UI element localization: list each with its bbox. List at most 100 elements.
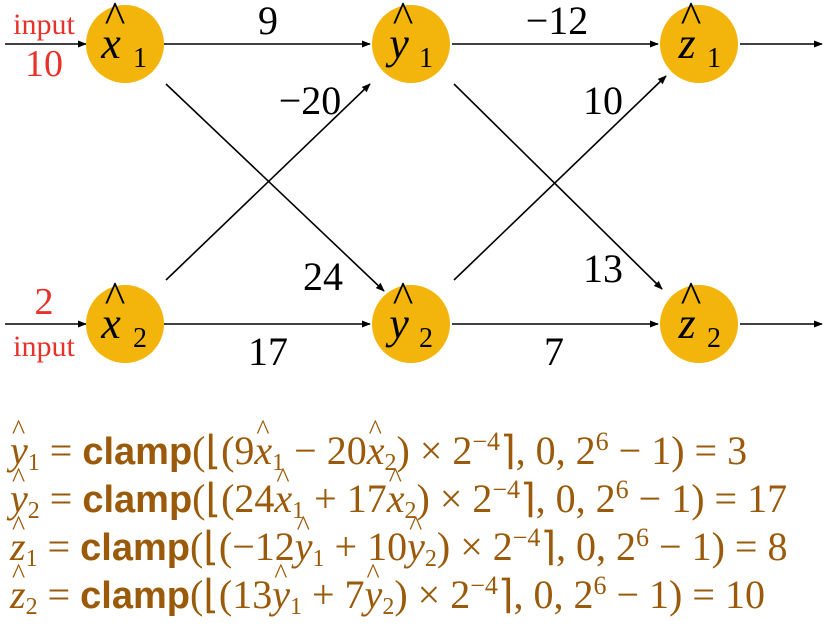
eq-operator: − — [294, 428, 317, 473]
eq-lhs-sub: 2 — [27, 498, 40, 524]
eq-function: clamp — [82, 431, 193, 473]
node-z2: z ^ 2 — [660, 273, 738, 363]
network-diagram: input 10 2 input 9 −20 24 17 −12 10 13 7… — [5, 0, 823, 374]
eq-lhs-sub: 1 — [27, 450, 40, 476]
eq-min: 0 — [576, 524, 597, 569]
input-label-bottom: input — [13, 330, 75, 363]
equations-block: y1 = clamp(⌊(9x1 − 20x2) × 2−4⌉, 0, 26 −… — [10, 407, 825, 620]
edge-x1-y2 — [165, 83, 385, 292]
svg-text:1: 1 — [707, 43, 721, 74]
eq-max-tail: − 1 — [659, 524, 712, 569]
svg-text:2: 2 — [419, 323, 433, 354]
eq-var-b: y — [407, 503, 425, 571]
eq-function: clamp — [80, 527, 190, 569]
eq-coef-a: 24 — [234, 476, 275, 521]
eq-max-base: 2 — [575, 428, 596, 473]
eq-max-exp: 6 — [593, 571, 607, 600]
eq-max-exp: 6 — [615, 475, 629, 504]
eq-max-tail: − 1 — [618, 428, 672, 473]
eq-var-a: y — [272, 551, 290, 619]
eq-var-b: x — [387, 455, 405, 523]
svg-text:x: x — [100, 19, 121, 68]
eq-min: 0 — [555, 476, 576, 521]
eq-max-base: 2 — [573, 572, 594, 617]
eq-scale: × 2 — [460, 524, 513, 569]
svg-text:2: 2 — [707, 323, 721, 354]
eq-result: 17 — [747, 476, 788, 521]
eq-scale-exp: −4 — [512, 523, 541, 552]
eq-result: 10 — [724, 572, 765, 617]
eq-coef-a: 9 — [234, 428, 255, 473]
eq-max-base: 2 — [616, 524, 637, 569]
svg-text:y: y — [385, 299, 409, 348]
svg-text:^: ^ — [104, 273, 125, 322]
weight-x2-y2: 17 — [248, 329, 288, 374]
eq-max-exp: 6 — [636, 523, 650, 552]
eq-operator: + — [314, 476, 337, 521]
weight-y1-z2: 13 — [583, 246, 623, 291]
eq-scale: × 2 — [439, 476, 493, 521]
weight-y2-z2: 7 — [544, 329, 564, 374]
svg-text:y: y — [385, 19, 409, 68]
node-z1: z ^ 1 — [660, 0, 738, 83]
equation-row: y1 = clamp(⌊(9x1 − 20x2) × 2−4⌉, 0, 26 −… — [10, 407, 825, 476]
input-value-bottom: 2 — [35, 281, 54, 323]
svg-text:^: ^ — [680, 273, 701, 322]
eq-var-b-sub: 2 — [382, 594, 395, 620]
eq-lhs-sub: 1 — [25, 546, 38, 572]
input-label-top: input — [13, 8, 75, 41]
eq-lhs-var: z — [10, 551, 26, 619]
eq-operator: + — [311, 572, 335, 617]
equation-row: z1 = clamp(⌊(−12y1 + 10y2) × 2−4⌉, 0, 26… — [10, 503, 825, 572]
node-y2: y ^ 2 — [372, 273, 450, 363]
eq-lhs-sub: 2 — [25, 594, 38, 620]
eq-function: clamp — [82, 479, 193, 521]
eq-coef-b: 20 — [326, 428, 367, 473]
weight-x2-y1: −20 — [279, 78, 342, 123]
eq-scale: × 2 — [419, 428, 473, 473]
svg-text:1: 1 — [133, 43, 147, 74]
eq-max-tail: − 1 — [638, 476, 692, 521]
eq-var-b: y — [365, 551, 383, 619]
svg-text:z: z — [677, 299, 695, 348]
svg-text:^: ^ — [680, 0, 701, 42]
weight-x1-y2: 24 — [303, 254, 343, 299]
weight-y2-z1: 10 — [583, 78, 623, 123]
eq-scale-exp: −4 — [472, 427, 501, 456]
eq-var-b-sub: 2 — [424, 546, 437, 572]
eq-var-a: x — [254, 407, 272, 475]
eq-operator: + — [334, 524, 358, 569]
eq-coef-b: 7 — [344, 572, 365, 617]
svg-text:^: ^ — [392, 0, 413, 42]
eq-function: clamp — [80, 575, 190, 617]
weight-y1-z1: −12 — [526, 0, 589, 43]
eq-scale: × 2 — [417, 572, 471, 617]
weight-x1-y1: 9 — [258, 0, 278, 43]
svg-text:^: ^ — [392, 273, 413, 322]
svg-text:x: x — [100, 299, 121, 348]
equation-row: z2 = clamp(⌊(13y1 + 7y2) × 2−4⌉, 0, 26 −… — [10, 551, 825, 620]
eq-var-a: y — [295, 503, 313, 571]
eq-min: 0 — [533, 572, 554, 617]
eq-result: 8 — [767, 524, 788, 569]
svg-text:^: ^ — [104, 0, 125, 42]
eq-max-exp: 6 — [595, 427, 609, 456]
eq-max-tail: − 1 — [616, 572, 670, 617]
eq-coef-a: 13 — [232, 572, 273, 617]
eq-var-a-sub: 1 — [312, 546, 325, 572]
eq-scale-exp: −4 — [470, 571, 498, 600]
eq-var-b: x — [367, 407, 385, 475]
svg-text:1: 1 — [419, 43, 433, 74]
eq-min: 0 — [535, 428, 556, 473]
input-value-top: 10 — [25, 43, 63, 85]
eq-var-a: x — [274, 455, 292, 523]
node-x1: x ^ 1 — [86, 0, 164, 83]
eq-max-base: 2 — [595, 476, 616, 521]
edge-y1-z2 — [453, 83, 663, 290]
equation-row: y2 = clamp(⌊(24x1 + 17x2) × 2−4⌉, 0, 26 … — [10, 455, 825, 524]
eq-var-a-sub: 1 — [289, 594, 302, 620]
edge-x2-y1 — [165, 83, 371, 281]
eq-result: 3 — [727, 428, 748, 473]
svg-text:2: 2 — [133, 323, 147, 354]
eq-scale-exp: −4 — [492, 475, 521, 504]
